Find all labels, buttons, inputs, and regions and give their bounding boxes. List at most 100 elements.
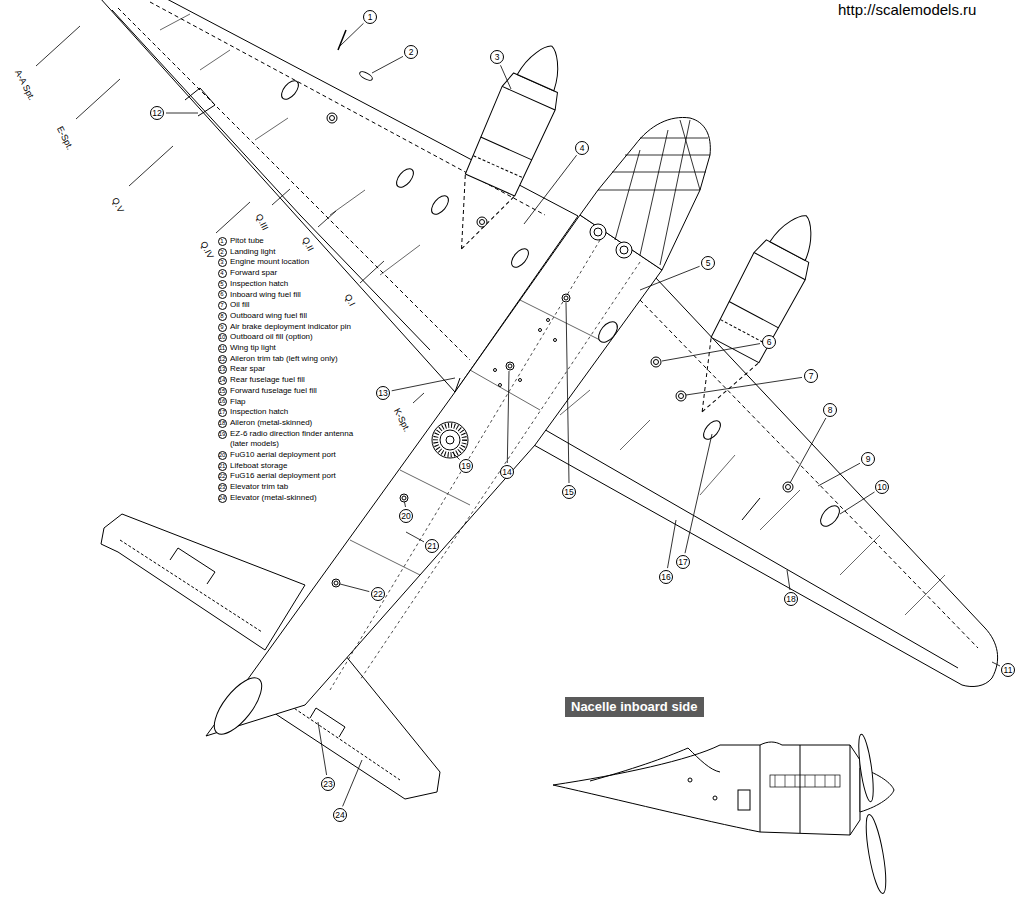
callout-number: 22 [371, 587, 385, 601]
nacelle-side-view [553, 734, 894, 895]
drawing-line [405, 502, 406, 507]
drawing-path [455, 378, 460, 392]
callout-number: 23 [321, 777, 335, 791]
drawing-line [318, 722, 327, 775]
drawing-line [343, 760, 362, 806]
drawing-line [340, 23, 364, 46]
drawing-line [360, 261, 384, 283]
key-number: 22 [218, 472, 227, 481]
drawing-path [338, 30, 346, 50]
key-number: 23 [218, 483, 227, 492]
key-text: Air brake deployment indicator pin [230, 322, 351, 333]
drawing-g [677, 202, 832, 425]
key-text: FuG16 aerial deployment port [230, 471, 336, 482]
drawing-line [787, 570, 790, 590]
callout-number: 2 [404, 45, 418, 59]
drawing-circle [620, 246, 628, 254]
drawing-path [542, 428, 958, 668]
drawing-circle [786, 485, 791, 490]
drawing-path [170, 548, 215, 584]
drawing-path [770, 206, 824, 260]
drawing-circle [564, 296, 568, 300]
drawing-path [590, 748, 720, 781]
callout-number: 5 [701, 256, 715, 270]
drawing-path [742, 498, 760, 520]
key-text: Oil fill [230, 300, 250, 311]
drawing-circle [494, 369, 497, 372]
drawing-line [840, 492, 875, 514]
drawing-line [685, 434, 712, 553]
callout-number: 12 [150, 106, 164, 120]
drawing-line [640, 266, 700, 290]
callout-number: 17 [676, 555, 690, 569]
key-text: Rear spar [230, 364, 265, 375]
drawing-path [160, 14, 420, 275]
key-text: Aileron trim tab (left wing only) [230, 354, 338, 365]
drawing-circle [616, 242, 632, 258]
key-text: FuG10 aerial deployment port [230, 450, 336, 461]
key-number: 8 [218, 312, 227, 321]
drawing-path [775, 775, 835, 787]
drawing-ellipse [278, 78, 301, 103]
drawing-path [101, 514, 305, 650]
drawing-line [166, 113, 198, 114]
callout-number: 3 [490, 50, 504, 64]
key-number: 24 [218, 494, 227, 503]
key-number: 9 [218, 323, 227, 332]
callout-number: 14 [500, 465, 514, 479]
callout-number: 15 [562, 485, 576, 499]
key-text: Elevator (metal-skinned) [230, 493, 317, 504]
drawing-ellipse [700, 418, 723, 443]
key-text: Forward fuselage fuel fill [230, 386, 317, 397]
drawing-line [392, 378, 455, 391]
key-number: 19 [218, 430, 227, 439]
key-number: 18 [218, 419, 227, 428]
callout-number: 7 [804, 369, 818, 383]
key-text: Forward spar [230, 268, 277, 279]
drawing-circle [713, 796, 717, 800]
station-label: Q.IV [198, 239, 216, 261]
drawing-line [566, 303, 569, 483]
drawing-circle [332, 579, 340, 587]
key-number: 13 [218, 365, 227, 374]
key-number: 5 [218, 280, 227, 289]
station-label: A-A Spt. [13, 67, 38, 103]
drawing-ellipse [358, 70, 373, 82]
drawing-circle [554, 339, 557, 342]
key-number: 10 [218, 333, 227, 342]
drawing-circle [654, 360, 659, 365]
key-text: Elevator trim tab [230, 482, 288, 493]
drawing-circle [440, 430, 460, 450]
station-label: Q.I [342, 291, 357, 308]
drawing-path [598, 120, 710, 265]
drawing-g [435, 34, 578, 260]
station-ticks [36, 26, 424, 403]
drawing-circle [334, 581, 338, 585]
drawing-line [818, 463, 860, 486]
drawing-ellipse [508, 246, 531, 271]
callout-number: 21 [425, 539, 439, 553]
drawing-line [372, 56, 403, 73]
key-text: Wing tip light [230, 343, 276, 354]
drawing-ellipse [595, 318, 621, 345]
drawing-path [120, 540, 262, 632]
drawing-path [118, 8, 470, 360]
key-number: 15 [218, 387, 227, 396]
drawing-path [560, 390, 945, 615]
key-number: 14 [218, 376, 227, 385]
callout-number: 4 [575, 141, 589, 155]
drawing-line [992, 662, 1000, 666]
drawing-circle [688, 778, 692, 782]
drawing-circle [480, 220, 485, 225]
station-label: E-Spt. [54, 124, 75, 153]
key-text: Pitot tube [230, 236, 264, 247]
callout-number: 8 [823, 403, 837, 417]
callout-number: 24 [333, 808, 347, 822]
drawing-circle [651, 357, 661, 367]
callout-number: 16 [659, 570, 673, 584]
station-label: Q.II [300, 234, 316, 253]
drawing-path [553, 742, 860, 835]
drawing-circle [783, 482, 793, 492]
